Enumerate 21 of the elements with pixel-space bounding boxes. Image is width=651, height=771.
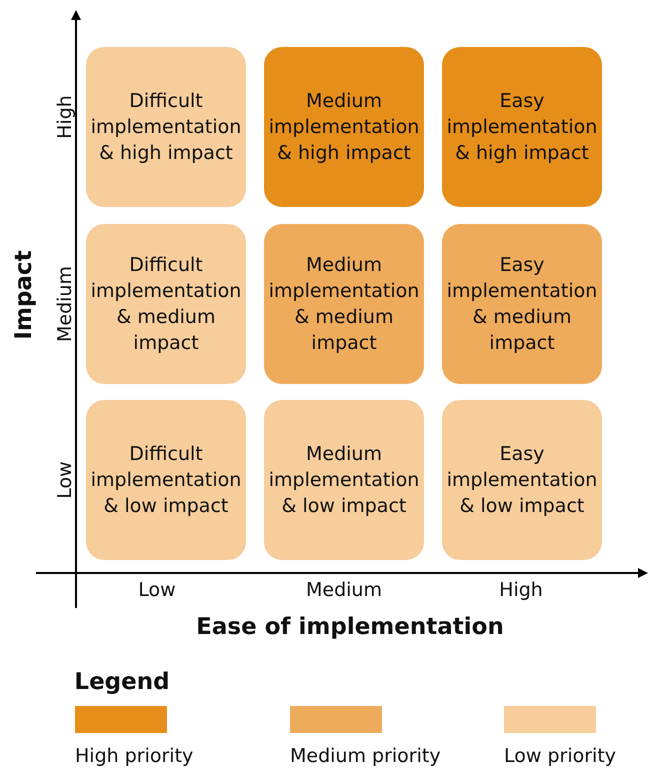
matrix-cell: Easy implementation & high impact — [442, 47, 602, 207]
axis-tick-label: Medium — [306, 579, 382, 601]
legend-label: Medium priority — [290, 745, 441, 767]
axis-tick-label: Low — [54, 461, 76, 499]
matrix-cell: Easy implementation & medium impact — [442, 224, 602, 384]
axis-title: Impact — [11, 250, 37, 340]
legend-label: High priority — [75, 745, 194, 767]
matrix-cell: Medium implementation & high impact — [264, 47, 424, 207]
axis-tick-label: High — [54, 95, 76, 139]
legend-title: Legend — [74, 669, 170, 695]
matrix-cell: Easy implementation & low impact — [442, 400, 602, 560]
axis-title: Ease of implementation — [196, 614, 504, 640]
matrix-cell: Difficult implementation & low impact — [86, 400, 246, 560]
legend-label: Low priority — [504, 745, 616, 767]
axis-tick-label: Low — [138, 579, 176, 601]
axis-tick-label: Medium — [54, 266, 76, 342]
matrix-cell: Difficult implementation & high impact — [86, 47, 246, 207]
matrix-cell: Difficult implementation & medium impact — [86, 224, 246, 384]
matrix-cell: Medium implementation & medium impact — [264, 224, 424, 384]
matrix-cell: Medium implementation & low impact — [264, 400, 424, 560]
axis-tick-label: High — [499, 579, 543, 601]
